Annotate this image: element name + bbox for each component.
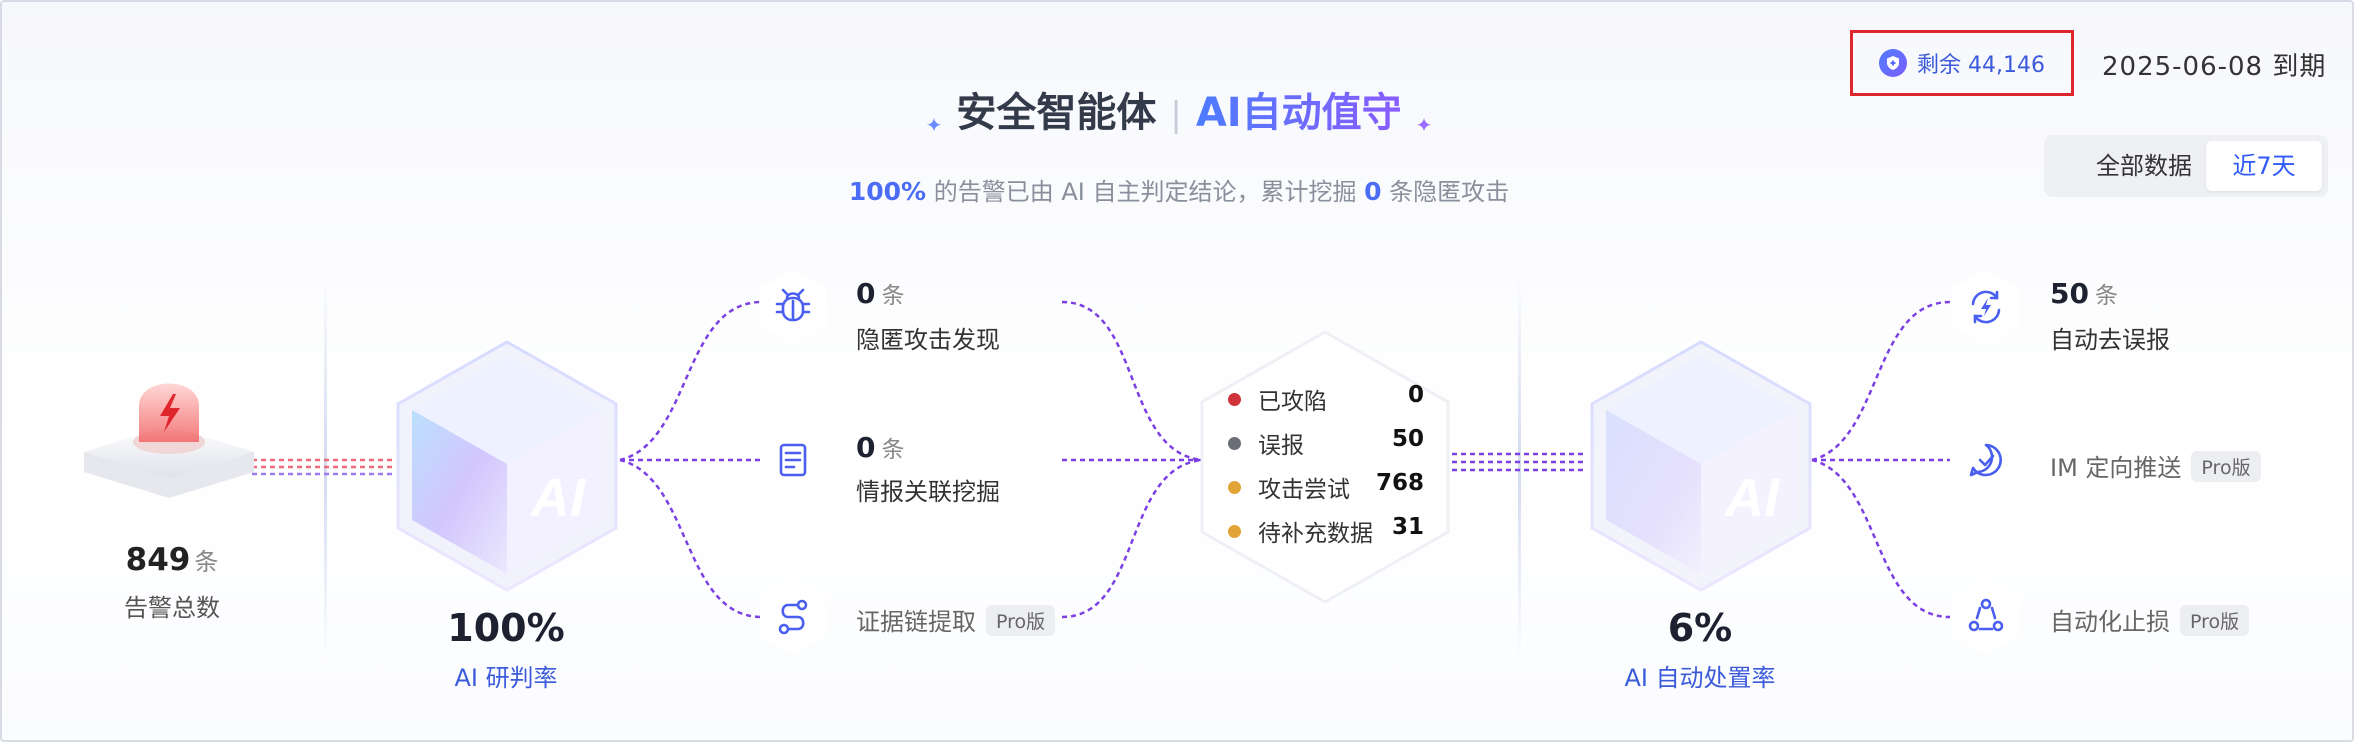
stat-label: 已攻陷	[1258, 389, 1327, 415]
status-dot	[1228, 481, 1241, 494]
alarm-count-unit: 条	[194, 548, 219, 576]
stat-value: 31	[1391, 514, 1424, 540]
stat-label: 待补充数据	[1258, 521, 1373, 547]
quota-text: 剩余 44,146	[1917, 53, 2045, 78]
range-option-7days[interactable]: 近7天	[2206, 141, 2322, 191]
refresh-bolt-icon	[1953, 270, 2019, 344]
ai-cube-icon: AI	[396, 340, 618, 592]
ai-dispose-rate: 6%	[1667, 606, 1733, 650]
page-title: ✦ 安全智能体 | AI自动值守 ✦	[2, 80, 2352, 138]
shield-plus-icon	[1879, 49, 1907, 77]
stat-false-positive: 误报 50	[1228, 426, 1424, 460]
stat-pending-data: 待补充数据 31	[1228, 514, 1424, 548]
ai-cube-icon: AI	[1590, 340, 1812, 592]
count-unit: 条	[2094, 283, 2118, 309]
count-value: 0	[856, 277, 876, 310]
pro-badge: Pro版	[2191, 451, 2261, 482]
range-option-all[interactable]: 全部数据	[2096, 152, 2192, 180]
summary-line: 100% 的告警已由 AI 自主判定结论，累计挖掘 0 条隐匿攻击	[2, 172, 2352, 207]
sparkle-icon: ✦	[1415, 113, 1433, 137]
route-icon	[760, 580, 826, 654]
cube-ai-text: AI	[1723, 468, 1780, 528]
auto-stop-loss-item: 自动化止损 Pro版	[2050, 602, 2250, 637]
stat-value: 768	[1375, 470, 1424, 496]
chat-check-icon	[1953, 423, 2019, 497]
ai-judge-rate: 100%	[447, 606, 565, 650]
count-unit: 条	[881, 283, 905, 309]
cycle-icon	[1953, 580, 2019, 654]
ai-judge-label: AI 研判率	[454, 664, 558, 692]
stat-value: 0	[1407, 382, 1424, 408]
summary-count: 0	[1364, 177, 1382, 206]
alarm-count-value: 849	[125, 542, 191, 578]
bug-icon	[760, 270, 826, 344]
auto-false-positive-label: 自动去误报	[2050, 326, 2170, 354]
stat-label: 攻击尝试	[1258, 477, 1350, 503]
date-range-toggle: 全部数据 近7天	[2044, 135, 2328, 197]
intel-label: 情报关联挖掘	[856, 478, 1000, 506]
pro-badge: Pro版	[2180, 605, 2250, 636]
stat-compromised: 已攻陷 0	[1228, 382, 1424, 416]
summary-text2: 条隐匿攻击	[1381, 178, 1510, 206]
im-push-label: IM 定向推送	[2050, 454, 2182, 482]
document-icon	[760, 423, 826, 497]
count-value: 0	[856, 431, 876, 464]
im-push-item: IM 定向推送 Pro版	[2050, 448, 2261, 483]
expire-date: 2025-06-08 到期	[2102, 52, 2327, 82]
count-value: 50	[2050, 277, 2089, 310]
auto-stop-loss-label: 自动化止损	[2050, 608, 2170, 636]
stat-label: 误报	[1258, 433, 1304, 459]
stat-value: 50	[1391, 426, 1424, 452]
alarm-total-label: 告警总数	[124, 594, 220, 622]
remaining-quota[interactable]: 剩余 44,146	[1850, 30, 2074, 96]
title-separator: |	[1170, 95, 1182, 135]
divider	[1518, 272, 1521, 662]
hidden-attack-label: 隐匿攻击发现	[856, 326, 1000, 354]
alarm-device-icon	[84, 383, 254, 498]
evidence-chain-item: 证据链提取 Pro版	[856, 602, 1056, 637]
summary-text1: 的告警已由 AI 自主判定结论，累计挖掘	[926, 178, 1365, 206]
count-unit: 条	[881, 437, 905, 463]
pro-badge: Pro版	[986, 605, 1056, 636]
summary-percent: 100%	[848, 177, 927, 206]
stats-hexagon	[1200, 330, 1450, 604]
ai-dispose-label: AI 自动处置率	[1624, 664, 1776, 692]
status-dot	[1228, 525, 1241, 538]
status-dot	[1228, 437, 1241, 450]
cube-ai-text: AI	[529, 468, 586, 528]
status-dot	[1228, 393, 1241, 406]
evidence-chain-label: 证据链提取	[856, 608, 976, 636]
stat-attack-attempt: 攻击尝试 768	[1228, 470, 1424, 504]
title-part1: 安全智能体	[956, 90, 1157, 136]
sparkle-icon: ✦	[925, 113, 943, 137]
title-part2: AI自动值守	[1195, 90, 1402, 136]
